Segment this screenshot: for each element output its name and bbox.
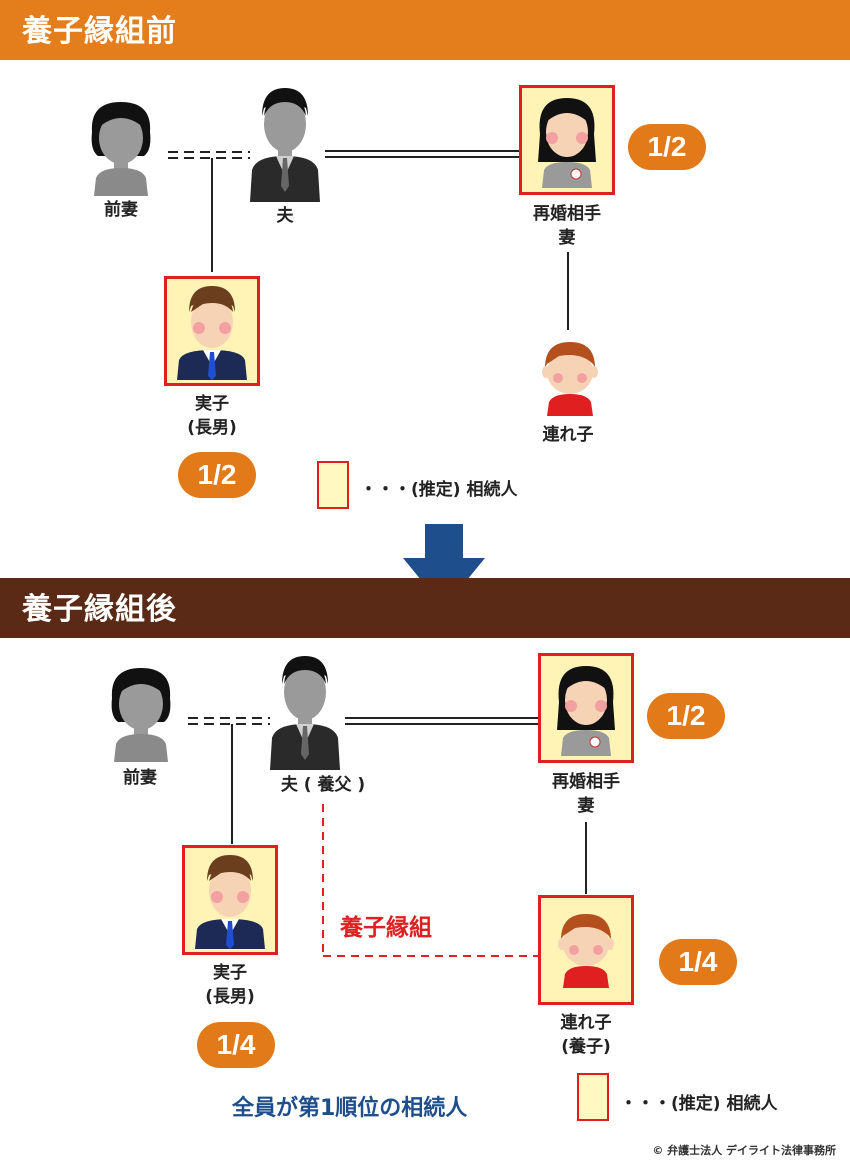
husband-label: 夫 ( 養父 )	[280, 775, 366, 795]
share-badge-son: 1/2	[178, 452, 256, 498]
husband-label: 夫	[276, 206, 294, 226]
stepchild-label-line1: 連れ子	[560, 1013, 612, 1033]
stepchild-figure	[542, 342, 598, 416]
legend-swatch-before	[317, 461, 349, 509]
son-label-line2: (長男)	[187, 418, 237, 438]
son-label-line2: (長男)	[205, 987, 255, 1007]
son-figure	[195, 855, 265, 949]
wife-label-line2: 妻	[577, 796, 595, 816]
wife-label-line1: 再婚相手	[533, 204, 601, 224]
share-badge-stepchild: 1/4	[659, 939, 737, 985]
ex-wife-label: 前妻	[104, 200, 138, 220]
legend-text-after: ・・・(推定) 相続人	[620, 1094, 778, 1114]
wife-figure	[538, 98, 596, 188]
wife-figure	[557, 666, 615, 756]
son-figure	[177, 286, 247, 380]
wife-label-line2: 妻	[558, 228, 576, 248]
stepchild-label: 連れ子	[542, 425, 594, 445]
share-badge-wife: 1/2	[628, 124, 706, 170]
husband-figure	[250, 88, 320, 202]
summary-text: 全員が第1順位の相続人	[232, 1096, 468, 1121]
stepchild-figure	[558, 914, 614, 988]
stepchild-label-line2: (養子)	[561, 1037, 611, 1057]
section-title-before: 養子縁組前	[22, 14, 177, 49]
ex-wife-figure	[91, 102, 151, 196]
son-label-line1: 実子	[213, 963, 247, 983]
section-title-after: 養子縁組後	[22, 592, 177, 627]
wife-label-line1: 再婚相手	[552, 772, 620, 792]
header-band-before: 養子縁組前	[0, 0, 850, 60]
son-label-line1: 実子	[195, 394, 229, 414]
ex-wife-figure	[111, 668, 171, 762]
header-band-after: 養子縁組後	[0, 578, 850, 638]
adoption-label: 養子縁組	[340, 915, 432, 941]
share-badge-son: 1/4	[197, 1022, 275, 1068]
copyright-text: © 弁護士法人 デイライト法律事務所	[652, 1144, 836, 1157]
legend-swatch-after	[577, 1073, 609, 1121]
husband-figure	[270, 656, 340, 770]
connection-lines-before	[168, 150, 569, 330]
ex-wife-label: 前妻	[123, 768, 157, 788]
share-badge-wife: 1/2	[647, 693, 725, 739]
legend-text-before: ・・・(推定) 相続人	[360, 480, 518, 500]
